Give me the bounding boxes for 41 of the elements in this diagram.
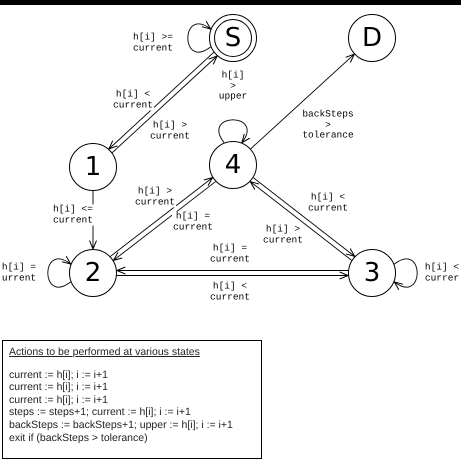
state-label: 1 [84, 154, 102, 180]
action-text: backSteps := backSteps+1; upper := h[i]; i := i+1 [9, 418, 234, 432]
edge-label: h[i] < current [307, 192, 349, 214]
state-label: 2 [84, 260, 102, 286]
state-circle [348, 14, 396, 62]
panel-heading: Actions to be performed at various states [9, 346, 201, 359]
state-label: D [362, 25, 382, 51]
actions-panel [2, 340, 262, 459]
edge-label: h[i] < current [112, 90, 154, 110]
self-loop-arrow [394, 258, 418, 290]
edge-label: h[i] = current [172, 212, 214, 232]
edge-label: h[i] > upper [218, 70, 248, 102]
edge-label: h[i] > current [262, 224, 304, 246]
edge-label: h[i] = current [209, 244, 251, 264]
action-text: current := h[i]; i := i+1 [9, 368, 109, 382]
state-circle [69, 249, 117, 297]
edge-label: backSteps > tolerance [301, 109, 355, 141]
edge-label: h[i] >= current [132, 32, 174, 54]
arrow [116, 266, 349, 274]
edge-label: h[i] = urrent [0, 262, 38, 284]
edge-label: h[i] < current [209, 282, 251, 302]
state-label: 3 [364, 260, 380, 286]
edge-label: h[i] > current [134, 186, 176, 208]
state-circle [348, 249, 396, 297]
state-circle [69, 143, 117, 191]
edge-label: h[i] <= current [52, 204, 94, 226]
edge-label: h[i] > current [149, 120, 191, 142]
start-state-circle [209, 14, 257, 62]
action-text: current := h[i]; i := i+1 [9, 394, 109, 406]
edge-label: h[i] < currer [424, 262, 460, 284]
state-label: 4 [224, 152, 242, 178]
arrow [116, 272, 349, 280]
self-loop-arrow [47, 256, 72, 288]
action-text: current := h[i]; i := i+1 [9, 381, 109, 394]
self-loop-arrow [218, 119, 250, 144]
arrow [250, 54, 355, 150]
self-loop-arrow [187, 21, 212, 53]
state-circle [209, 141, 257, 189]
action-text: steps := steps+1; current := h[i]; i := i+1 [9, 406, 192, 419]
state-label: S [224, 25, 242, 51]
action-text: exit if (backSteps > tolerance) [9, 432, 149, 444]
